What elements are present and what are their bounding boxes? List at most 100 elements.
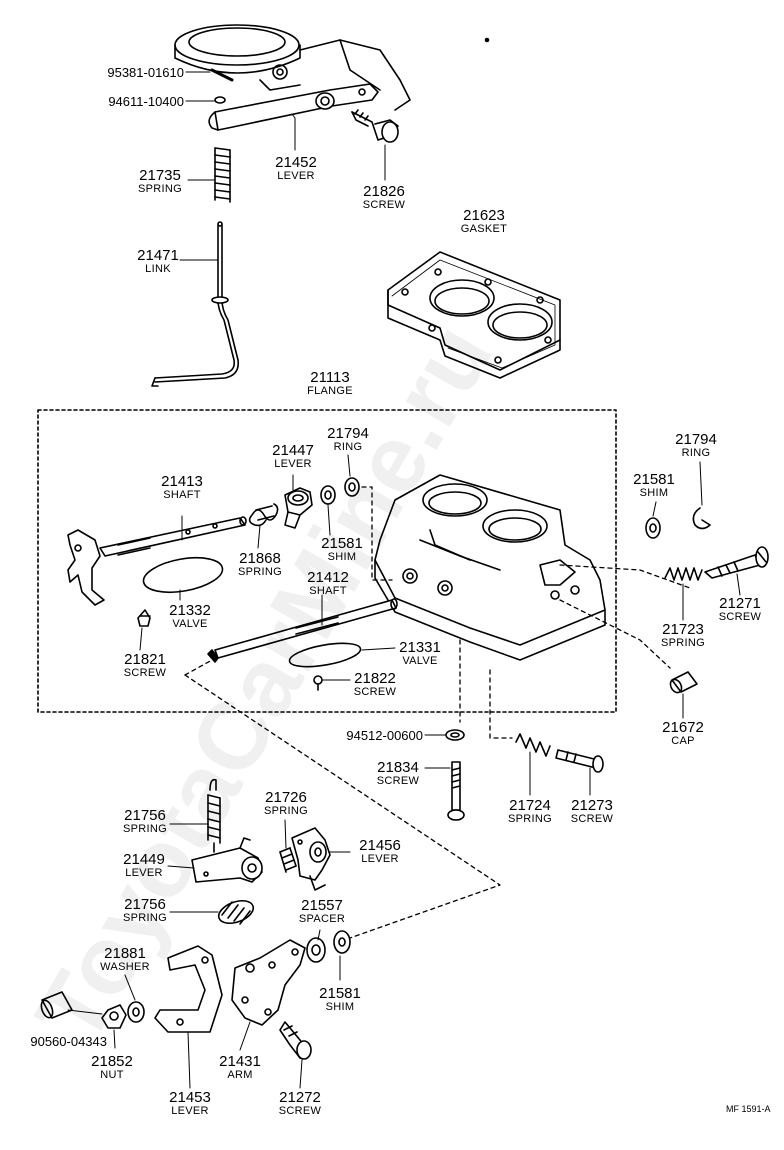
part-number: 21756: [124, 896, 166, 913]
part-name: SPRING: [238, 566, 282, 578]
part-name: VALVE: [172, 618, 208, 630]
part-name: SHIM: [325, 1001, 355, 1013]
leader-lines: [67, 71, 741, 1089]
part-number: 21852: [91, 1053, 133, 1070]
part-number: 21113: [310, 369, 350, 386]
washer-21881-drawing: [127, 1001, 145, 1023]
part-name: SCREW: [570, 813, 614, 825]
pin-95381-drawing: [210, 68, 234, 82]
shaft-21413-drawing: [67, 516, 247, 606]
part-number: 21726: [265, 789, 307, 806]
part-name: CAP: [671, 735, 695, 747]
spring-21726-drawing: [279, 847, 297, 873]
part-number: 21723: [662, 621, 704, 638]
ref-94611: 94611-10400: [108, 94, 184, 109]
gasket-21623-drawing: [387, 251, 561, 379]
screw-21822-drawing: [313, 675, 323, 691]
shaft-21412-drawing: [207, 598, 398, 663]
part-number: 21868: [239, 550, 281, 567]
screw-21271-drawing: [704, 546, 769, 579]
valve-21331-drawing: [288, 642, 362, 668]
part-name: LEVER: [274, 458, 312, 470]
assembly-guides: [184, 486, 691, 939]
part-number: 21413: [161, 473, 203, 490]
part-name: SHIM: [639, 487, 669, 499]
part-name: LINK: [145, 263, 171, 275]
spring-21756a-drawing: [207, 778, 221, 853]
screw-21834-drawing: [447, 761, 465, 821]
part-number: 21273: [571, 797, 613, 814]
ring-21794b-drawing: [692, 507, 711, 530]
part-number: 21834: [377, 759, 419, 776]
part-number: 21581: [319, 985, 361, 1002]
part-name: SPRING: [508, 813, 552, 825]
part-name: ARM: [227, 1069, 253, 1081]
ref-94512: 94512-00600: [346, 728, 423, 743]
part-name: SCREW: [718, 611, 762, 623]
part-number: 21821: [124, 651, 166, 668]
spring-21735-drawing: [214, 147, 231, 203]
part-number: 21735: [139, 167, 181, 184]
part-number: 21271: [719, 595, 761, 612]
shim-21581c-drawing: [333, 930, 351, 954]
part-number: 21794: [675, 431, 717, 448]
part-name: LEVER: [361, 853, 399, 865]
shim-21581a-drawing: [320, 485, 336, 505]
part-number: 21412: [307, 569, 349, 586]
part-number: 21431: [219, 1053, 261, 1070]
part-name: SHAFT: [309, 585, 347, 597]
part-number: 21881: [104, 945, 146, 962]
arm-21431-drawing: [231, 939, 306, 1026]
spacer-21557-drawing: [306, 937, 326, 963]
part-number: 21581: [633, 471, 675, 488]
part-name: SPRING: [264, 805, 308, 817]
part-number: 21581: [321, 535, 363, 552]
valve-21332-drawing: [142, 556, 224, 594]
part-number: 21623: [463, 207, 505, 224]
part-name: SPRING: [123, 823, 167, 835]
part-name: LEVER: [171, 1105, 209, 1117]
screw-21273-drawing: [555, 749, 604, 773]
part-number: 21471: [137, 247, 179, 264]
part-name: SHIM: [327, 551, 357, 563]
part-number: 21724: [509, 797, 551, 814]
part-number: 21756: [124, 807, 166, 824]
part-name: LEVER: [125, 867, 163, 879]
flange-boundary: [37, 409, 617, 713]
spring-21723-drawing: [664, 567, 703, 581]
part-name: SPRING: [123, 912, 167, 924]
lever-21452-drawing: [208, 83, 379, 131]
link-21471-drawing: [151, 221, 240, 387]
part-number: 21449: [123, 851, 165, 868]
part-name: RING: [333, 441, 363, 453]
footer-code: MF 1591-A: [726, 1104, 771, 1114]
spring-21724-drawing: [515, 733, 551, 757]
part-name: SPACER: [298, 913, 346, 925]
screw-21826-drawing: [351, 109, 399, 143]
screw-21272-drawing: [279, 1021, 312, 1060]
part-name: SCREW: [362, 199, 406, 211]
spring-21868-drawing: [248, 503, 279, 527]
part-name: SHAFT: [163, 489, 201, 501]
